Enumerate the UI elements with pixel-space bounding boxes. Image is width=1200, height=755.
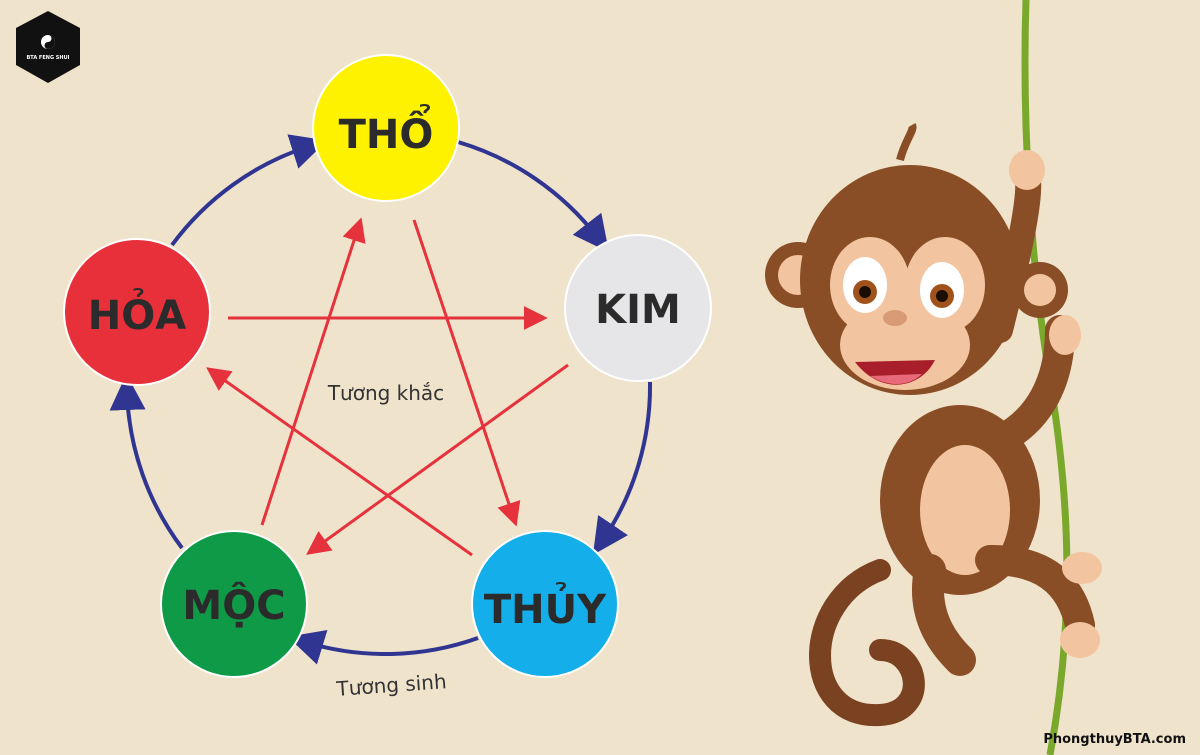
element-tho-label: THỔ: [339, 103, 434, 158]
sinh-cycle: [109, 134, 653, 665]
tuong-khac-label: Tương khắc: [327, 381, 444, 405]
khac-star: [206, 217, 569, 557]
logo-text: BTA FENG SHUI: [26, 55, 69, 61]
watermark: PhongthuyBTA.com: [1043, 732, 1186, 747]
arrow-kim-moc: [306, 363, 569, 555]
element-thuy-label: THỦY: [484, 580, 607, 633]
element-moc: MỘC: [160, 530, 308, 678]
arrow-thuy-hoa: [206, 367, 473, 557]
element-kim: KIM: [564, 234, 712, 382]
tuong-sinh-label: Tương sinh: [335, 669, 448, 701]
arrow-tho-kim: [457, 140, 609, 253]
monkey-illustration: [765, 122, 1102, 727]
element-tho: THỔ: [312, 54, 460, 202]
arrow-hoa-tho: [170, 134, 328, 247]
arrow-tho-thuy: [412, 219, 521, 527]
arrow-moc-hoa: [109, 374, 184, 550]
bta-feng-shui-logo: BTA FENG SHUI: [16, 11, 80, 83]
element-kim-label: KIM: [595, 287, 681, 333]
arrow-kim-thuy: [592, 381, 653, 555]
element-hoa-label: HỎA: [88, 286, 186, 339]
arrow-thuy-moc: [287, 630, 479, 665]
element-hoa: HỎA: [63, 238, 211, 386]
arrow-moc-tho: [260, 217, 366, 526]
element-moc-label: MỘC: [182, 581, 285, 629]
element-thuy: THỦY: [471, 530, 619, 678]
